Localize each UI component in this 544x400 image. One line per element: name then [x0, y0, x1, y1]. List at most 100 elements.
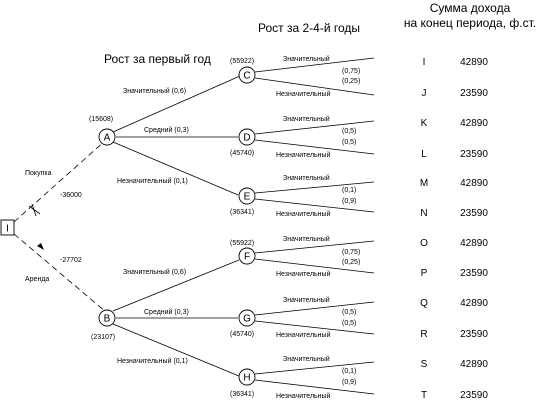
cross-mark — [31, 203, 37, 217]
branch-h-up: Значительный — [283, 355, 330, 363]
outcome-letter: P — [421, 268, 428, 279]
branch-purchase-value: -36000 — [60, 192, 82, 199]
outcome-value: 23590 — [460, 149, 488, 160]
node-a-label: A — [104, 133, 111, 144]
edge-f-down — [254, 258, 375, 274]
branch-b-high: Значительный (0,6) — [123, 268, 186, 276]
node-b-label: B — [104, 314, 111, 325]
chance-node-g — [238, 309, 256, 327]
branch-f-down: Незначительный — [276, 270, 331, 278]
outcome-value: 23590 — [460, 268, 488, 279]
outcome-value: 42890 — [460, 359, 488, 370]
outcome-value: 42890 — [460, 57, 488, 68]
chance-node-b — [98, 309, 116, 327]
header-years-growth: Рост за 2-4-й годы — [258, 21, 360, 35]
branch-c-p2: (0,25) — [342, 78, 360, 85]
branch-a-low: Незначительный (0,1) — [117, 177, 188, 185]
branch-f-p1: (0,75) — [342, 249, 360, 256]
decision-node-square — [0, 219, 15, 236]
branch-c-p1: (0,75) — [342, 68, 360, 75]
branch-a-mid: Средний (0,3) — [144, 126, 189, 134]
branch-f-p2: (0,25) — [342, 259, 360, 266]
edge-f-up — [254, 240, 375, 254]
edge-b-f — [112, 259, 240, 312]
node-c-label: C — [243, 71, 250, 82]
branch-h-p2: (0,9) — [342, 379, 356, 386]
edge-a-c — [112, 75, 241, 133]
outcome-letter: M — [420, 178, 428, 189]
outcome-letter: L — [421, 149, 427, 160]
node-g-ev: (45740) — [230, 331, 254, 338]
edge-root-a — [13, 139, 107, 223]
node-d-ev: (45740) — [230, 150, 254, 157]
branch-b-mid: Средний (0,3) — [144, 308, 189, 316]
edge-root-b — [13, 233, 107, 313]
outcome-letter: N — [420, 208, 427, 219]
chance-node-f — [238, 247, 256, 265]
outcome-value: 42890 — [460, 178, 488, 189]
edge-h-down — [254, 379, 375, 395]
branch-d-p2: (0,5) — [342, 139, 356, 146]
outcome-value: 23590 — [460, 88, 488, 99]
edge-a-e — [112, 141, 239, 196]
branch-d-down: Незначительный — [276, 151, 331, 159]
chance-node-h — [238, 368, 256, 386]
node-e-ev: (36341) — [230, 209, 254, 216]
branch-e-p2: (0,9) — [342, 198, 356, 205]
outcome-value: 42890 — [460, 238, 488, 249]
node-e-label: E — [244, 192, 251, 203]
branch-d-up: Значительный — [283, 115, 330, 123]
chance-node-c — [238, 66, 256, 84]
chance-node-a — [98, 128, 116, 146]
header-income-line2: на конец периода, ф.ст. — [404, 16, 536, 30]
outcome-letter: O — [420, 238, 428, 249]
branch-e-p1: (0,1) — [342, 187, 356, 194]
branch-f-up: Значительный — [283, 235, 330, 243]
outcome-letter: T — [421, 390, 427, 400]
header-income-line1: Сумма дохода — [430, 1, 511, 15]
outcome-letter: Q — [420, 298, 428, 309]
edge-g-down — [254, 320, 375, 335]
node-h-label: H — [243, 373, 250, 384]
outcome-value: 42890 — [460, 118, 488, 129]
node-d-label: D — [243, 133, 250, 144]
edge-c-up — [254, 57, 375, 73]
outcome-letter: R — [420, 329, 427, 340]
node-c-ev: (55922) — [230, 58, 254, 65]
branch-c-down: Незначительный — [276, 90, 331, 98]
outcome-letter: I — [423, 57, 426, 68]
chance-node-d — [238, 128, 256, 146]
edge-h-up — [254, 361, 375, 375]
branch-c-up: Значительный — [283, 55, 330, 63]
outcome-letter: K — [421, 118, 428, 129]
outcome-value: 42890 — [460, 298, 488, 309]
branch-lease-label: Аренда — [25, 276, 49, 283]
branch-e-down: Незначительный — [276, 210, 331, 218]
branch-g-p1: (0,5) — [342, 309, 356, 316]
branch-lease-value: -27702 — [60, 257, 82, 264]
edge-e-up — [254, 181, 375, 194]
node-f-ev: (55922) — [230, 240, 254, 247]
edge-c-down — [254, 77, 375, 96]
branch-d-p1: (0,5) — [342, 128, 356, 135]
branch-b-low: Незначительный (0,1) — [117, 357, 188, 365]
chance-node-e — [238, 187, 256, 205]
edge-d-down — [254, 139, 375, 155]
outcome-letter: J — [422, 88, 427, 99]
branch-g-up: Значительный — [283, 296, 330, 304]
node-g-label: G — [243, 314, 251, 325]
node-f-label: F — [244, 252, 250, 263]
header-first-year-growth: Рост за первый год — [104, 52, 211, 66]
branch-h-down: Незначительный — [276, 392, 331, 400]
node-a-ev: (15608) — [89, 116, 113, 123]
arrow-icon — [37, 243, 44, 250]
edge-d-up — [254, 120, 375, 135]
cross-mark — [28, 205, 41, 215]
root-label: I — [6, 224, 9, 235]
branch-e-up: Значительный — [283, 174, 330, 182]
edge-g-up — [254, 301, 375, 316]
branch-h-p1: (0,1) — [342, 368, 356, 375]
branch-g-down: Незначительный — [276, 331, 331, 339]
